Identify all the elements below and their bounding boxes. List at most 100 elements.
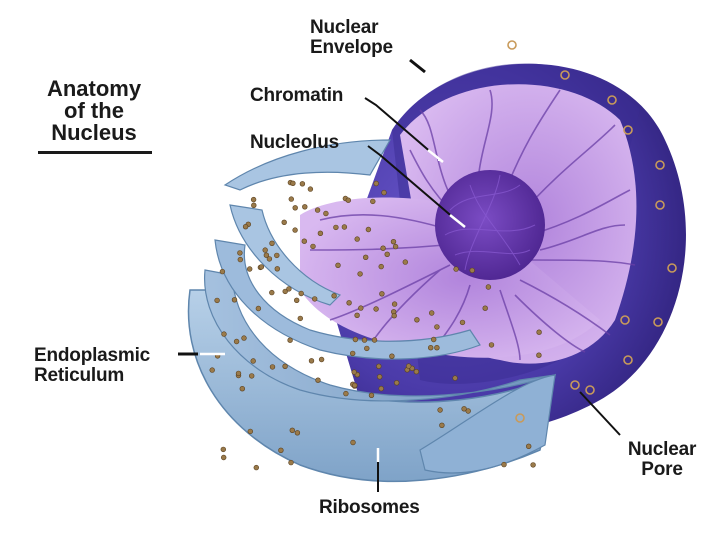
label-endoplasmic-reticulum: Endoplasmic Reticulum bbox=[34, 346, 150, 386]
ribosome-dot bbox=[243, 224, 248, 229]
label-nuclear-pore-line1: Nuclear bbox=[620, 440, 704, 460]
ribosome-dot bbox=[344, 391, 349, 396]
title-underline bbox=[38, 151, 152, 154]
ribosome-dot bbox=[435, 325, 440, 330]
ribosome-dot bbox=[352, 370, 357, 375]
ribosome-dot bbox=[270, 365, 275, 370]
ribosome-dot bbox=[353, 337, 358, 342]
ribosome-dot bbox=[290, 428, 295, 433]
ribosome-dot bbox=[355, 313, 360, 318]
ribosome-dot bbox=[309, 358, 314, 363]
ribosome-dot bbox=[220, 269, 225, 274]
ribosome-dot bbox=[363, 255, 368, 260]
ribosome-dot bbox=[289, 197, 294, 202]
ribosome-dot bbox=[428, 345, 433, 350]
label-nuclear-envelope-line1: Nuclear bbox=[310, 18, 393, 38]
ribosome-dot bbox=[221, 447, 226, 452]
ribosome-dot bbox=[316, 378, 321, 383]
ribosome-dot bbox=[251, 197, 256, 202]
ribosome-dot bbox=[381, 246, 386, 251]
ribosome-dot bbox=[287, 287, 292, 292]
ribosome-dot bbox=[312, 297, 317, 302]
ribosome-dot bbox=[275, 266, 280, 271]
ribosome-dot bbox=[267, 257, 272, 262]
ribosome-dot bbox=[308, 187, 313, 192]
label-chromatin: Chromatin bbox=[250, 86, 343, 106]
ribosome-dot bbox=[302, 204, 307, 209]
ribosome-dot bbox=[526, 444, 531, 449]
ribosome-dot bbox=[249, 374, 254, 379]
ribosome-dot bbox=[460, 320, 465, 325]
title-line-3: Nucleus bbox=[37, 122, 151, 144]
ribosome-dot bbox=[374, 307, 379, 312]
ribosome-dot bbox=[377, 374, 382, 379]
ribosome-dot bbox=[251, 203, 256, 208]
ribosome-dot bbox=[370, 199, 375, 204]
ribosome-dot bbox=[362, 338, 367, 343]
ribosome-dot bbox=[537, 353, 542, 358]
ribosome-dot bbox=[332, 293, 337, 298]
ribosome-dot bbox=[215, 298, 220, 303]
ribosome-dot bbox=[300, 181, 305, 186]
ribosome-dot bbox=[289, 460, 294, 465]
ribosome-dot bbox=[470, 268, 475, 273]
ribosome-dot bbox=[483, 306, 488, 311]
ribosome-dot bbox=[254, 465, 259, 470]
ribosome-dot bbox=[294, 298, 299, 303]
ribosome-dot bbox=[256, 306, 261, 311]
ribosome-dot bbox=[531, 463, 536, 468]
ribosome-dot bbox=[440, 423, 445, 428]
ribosome-dot bbox=[364, 346, 369, 351]
ribosome-dot bbox=[318, 231, 323, 236]
ribosome-dot bbox=[502, 462, 507, 467]
ribosome-dot bbox=[210, 368, 215, 373]
label-nuclear-pore-line2: Pore bbox=[620, 460, 704, 480]
ribosome-dot bbox=[295, 430, 300, 435]
ribosome-dot bbox=[282, 220, 287, 225]
ribosome-dot bbox=[302, 239, 307, 244]
ribosome-dot bbox=[342, 225, 347, 230]
ribosome-dot bbox=[238, 257, 243, 262]
ribosome-dot bbox=[334, 225, 339, 230]
ribosome-dot bbox=[240, 386, 245, 391]
ribosome-dot bbox=[263, 248, 268, 253]
ribosome-dot bbox=[390, 354, 395, 359]
ribosome-dot bbox=[355, 237, 360, 242]
ribosome-dot bbox=[247, 267, 252, 272]
title-line-2: of the bbox=[37, 100, 151, 122]
ribosome-dot bbox=[462, 406, 467, 411]
ribosome-dot bbox=[453, 376, 458, 381]
ribosome-dot bbox=[242, 336, 247, 341]
ribosome-dot bbox=[269, 290, 274, 295]
ribosome-dot bbox=[311, 244, 316, 249]
ribosome-dot bbox=[414, 369, 419, 374]
ribosome-dot bbox=[324, 211, 329, 216]
ribosome-dot bbox=[238, 251, 243, 256]
ribosome-dot bbox=[379, 264, 384, 269]
ribosome-dot bbox=[288, 338, 293, 343]
ribosome-dot bbox=[429, 311, 434, 316]
ribosome-dot bbox=[380, 291, 385, 296]
title-line-1: Anatomy bbox=[37, 78, 151, 100]
ribosome-dot bbox=[236, 371, 241, 376]
ribosome-dot bbox=[376, 364, 381, 369]
nuclear-pore-dot bbox=[508, 41, 516, 49]
ribosome-dot bbox=[251, 359, 256, 364]
ribosome-dot bbox=[232, 297, 237, 302]
ribosome-dot bbox=[274, 253, 279, 258]
ribosome-dot bbox=[336, 263, 341, 268]
ribosome-dot bbox=[382, 190, 387, 195]
ribosome-dot bbox=[234, 339, 239, 344]
label-nuclear-pore: Nuclear Pore bbox=[620, 440, 704, 480]
ribosome-dot bbox=[406, 364, 411, 369]
ribosome-dot bbox=[315, 208, 320, 213]
label-er-line1: Endoplasmic bbox=[34, 346, 150, 366]
ribosome-dot bbox=[486, 285, 491, 290]
ribosome-dot bbox=[352, 383, 357, 388]
label-er-line2: Reticulum bbox=[34, 366, 150, 386]
ribosome-dot bbox=[438, 408, 443, 413]
ribosome-dot bbox=[385, 252, 390, 257]
ribosome-dot bbox=[350, 351, 355, 356]
ribosome-dot bbox=[346, 198, 351, 203]
